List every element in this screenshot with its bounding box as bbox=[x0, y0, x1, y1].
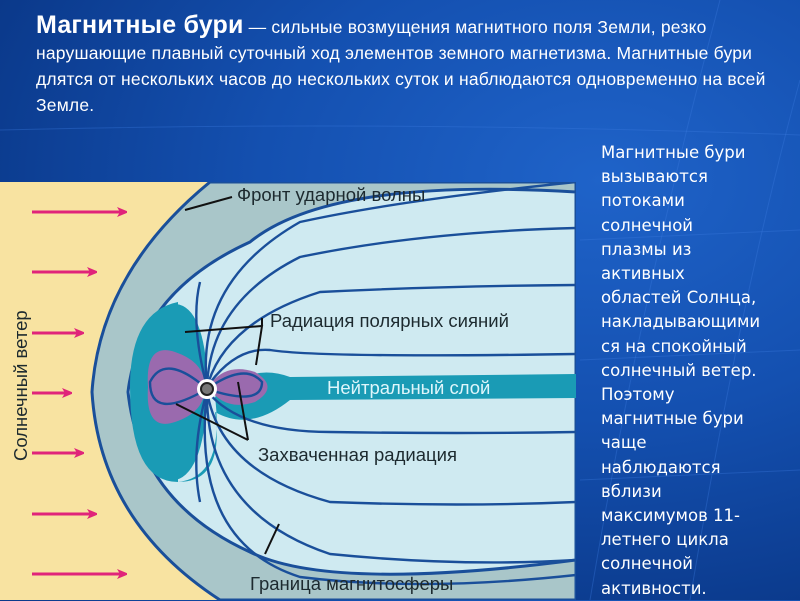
side-line: областей Солнца, bbox=[601, 288, 757, 308]
side-line: накладывающими bbox=[601, 312, 761, 332]
side-line: плазмы из bbox=[601, 239, 692, 259]
side-line: активных bbox=[601, 264, 685, 284]
side-line: солнечной bbox=[601, 554, 694, 574]
side-line: наблюдаются bbox=[601, 457, 721, 477]
label-solar-wind: Солнечный ветер bbox=[10, 310, 31, 461]
slide-header: Магнитные бури — сильные возмущения магн… bbox=[36, 12, 786, 118]
side-line: солнечной bbox=[601, 215, 694, 235]
magnetosphere-illustration bbox=[0, 182, 576, 600]
label-trapped-radiation: Захваченная радиация bbox=[258, 444, 457, 465]
side-line: Магнитные бури bbox=[601, 143, 746, 162]
side-line: максимумов 11- bbox=[601, 506, 740, 526]
side-line: активности. bbox=[601, 578, 707, 598]
side-line: вызываются bbox=[601, 167, 708, 187]
side-line: ся на спокойный bbox=[601, 336, 747, 356]
header-term: Магнитные бури bbox=[36, 11, 244, 39]
label-magnetopause: Граница магнитосферы bbox=[250, 573, 454, 594]
side-line: летнего цикла bbox=[601, 530, 729, 550]
side-line: солнечный ветер. bbox=[601, 360, 757, 380]
side-line: потоками bbox=[601, 191, 685, 211]
label-auroral-radiation: Радиация полярных сияний bbox=[270, 310, 509, 331]
side-line: магнитные бури bbox=[601, 409, 744, 429]
side-explanation: Магнитные бури вызываются потоками солне… bbox=[601, 141, 796, 601]
label-neutral-layer: Нейтральный слой bbox=[327, 377, 491, 398]
side-line: вблизи bbox=[601, 481, 662, 501]
header-definition: — сильные возмущения магнитного поля Зем… bbox=[36, 17, 766, 115]
side-line: чаще bbox=[601, 433, 647, 453]
side-line: Поэтому bbox=[601, 385, 675, 405]
magnetosphere-diagram: Фронт ударной волны Радиация полярных си… bbox=[0, 182, 576, 600]
label-shock-front: Фронт ударной волны bbox=[237, 184, 426, 205]
